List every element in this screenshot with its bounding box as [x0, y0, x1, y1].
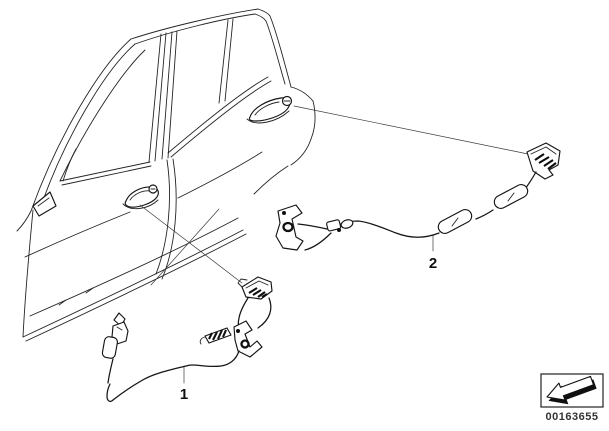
rear-shoulder-line [290, 86, 314, 102]
front-door-crease [24, 211, 131, 258]
harness2-connector-2 [326, 219, 342, 232]
front-direction-arrow-icon [546, 375, 595, 401]
front-door-handle [122, 184, 159, 210]
b-pillar-line-2 [154, 32, 167, 162]
harness1-bracket-hole [240, 339, 250, 349]
a-pillar-inner [59, 49, 146, 182]
harness1-cable-main [106, 350, 240, 402]
rear-pillar-inner [254, 13, 286, 85]
b-pillar-line-4 [167, 30, 178, 159]
leader-lines [139, 105, 529, 384]
rear-handle-recess [246, 110, 290, 124]
wiring-harness-1 [101, 276, 273, 402]
character-line [29, 217, 239, 317]
harness2-element-a-seam [451, 217, 459, 227]
fender-edge [16, 210, 32, 232]
harness1-cable-housing-right [257, 297, 272, 329]
rear-quarter-edge [310, 100, 316, 140]
wheel-arch-hint [253, 165, 289, 195]
callout-1[interactable]: 1 [180, 386, 188, 403]
diagram-number: 00163655 [546, 411, 599, 423]
rear-door-handle [246, 95, 293, 124]
rear-belt-line-1 [167, 76, 269, 154]
harness2-housing-inner [530, 146, 557, 155]
rear-pillar-outer [257, 8, 292, 88]
harness1-housing-ribs [248, 287, 268, 298]
harness2-bracket-link [297, 223, 328, 230]
roof-line-outer [130, 8, 259, 40]
rear-handle-outline [248, 97, 291, 122]
harness1-ribbed-hatch [208, 329, 227, 341]
b-pillar-line-3 [161, 31, 173, 160]
rear-door-crease [177, 151, 263, 199]
harness2-cable-main [340, 220, 440, 238]
harness2-element-b-seam [507, 192, 515, 202]
harness2-cable-2 [475, 209, 494, 220]
harness2-bracket-rivet [282, 211, 286, 215]
quarter-glass-divider [62, 148, 77, 182]
leader-front-handle-to-harness1 [139, 204, 243, 284]
harness2-drop-wire [304, 232, 332, 251]
rear-window-divider-1 [218, 19, 229, 104]
harness1-housing-inner [245, 280, 269, 289]
leader-cross-line [150, 208, 220, 286]
harness1-connector-detail [116, 326, 123, 331]
callout-2[interactable]: 2 [429, 255, 437, 272]
direction-arrow-box [540, 373, 604, 408]
harness2-connector-1 [340, 219, 354, 229]
roof-line-inner [134, 13, 256, 45]
harness2-connector-pin [337, 228, 341, 232]
rocker-line-2 [25, 233, 247, 342]
leader-rear-handle-to-harness2 [293, 105, 529, 155]
front-door-edge [22, 209, 34, 338]
harness2-cable-1 [524, 171, 537, 190]
mirror-mount [32, 191, 57, 217]
b-pillar-line-1 [148, 33, 162, 163]
rear-window-divider-2 [224, 18, 234, 102]
front-handle-recess [122, 199, 159, 210]
harness1-ribbed-tail [199, 336, 206, 345]
harness1-housing-tab [237, 278, 248, 288]
front-handle-inner [129, 190, 151, 201]
wiring-harness-2 [275, 142, 561, 251]
a-pillar-mid [41, 43, 136, 204]
a-pillar-outer [30, 38, 132, 212]
seam-tick-1 [58, 299, 67, 306]
seam-tick-2 [85, 287, 94, 294]
door-gap-line-1 [155, 159, 170, 275]
car-outline [16, 8, 316, 342]
harness1-bracket [233, 320, 263, 358]
rocker-line-1 [22, 229, 244, 338]
harness1-ribbed-connector [204, 327, 232, 344]
harness2-bracket-hole [282, 221, 294, 233]
rear-belt-line-2 [170, 80, 272, 158]
harness2-housing-ribs [534, 153, 557, 170]
mirror-mount-inner [37, 197, 50, 207]
harness1-bracket-rivet [236, 329, 240, 333]
harness1-connector-wire [107, 358, 114, 384]
rear-handle-inner [254, 101, 280, 116]
front-belt-line-2 [61, 165, 152, 186]
front-belt-line-1 [59, 161, 151, 182]
rear-quarter-lower [290, 138, 312, 166]
harness1-connector-clip [101, 336, 118, 359]
